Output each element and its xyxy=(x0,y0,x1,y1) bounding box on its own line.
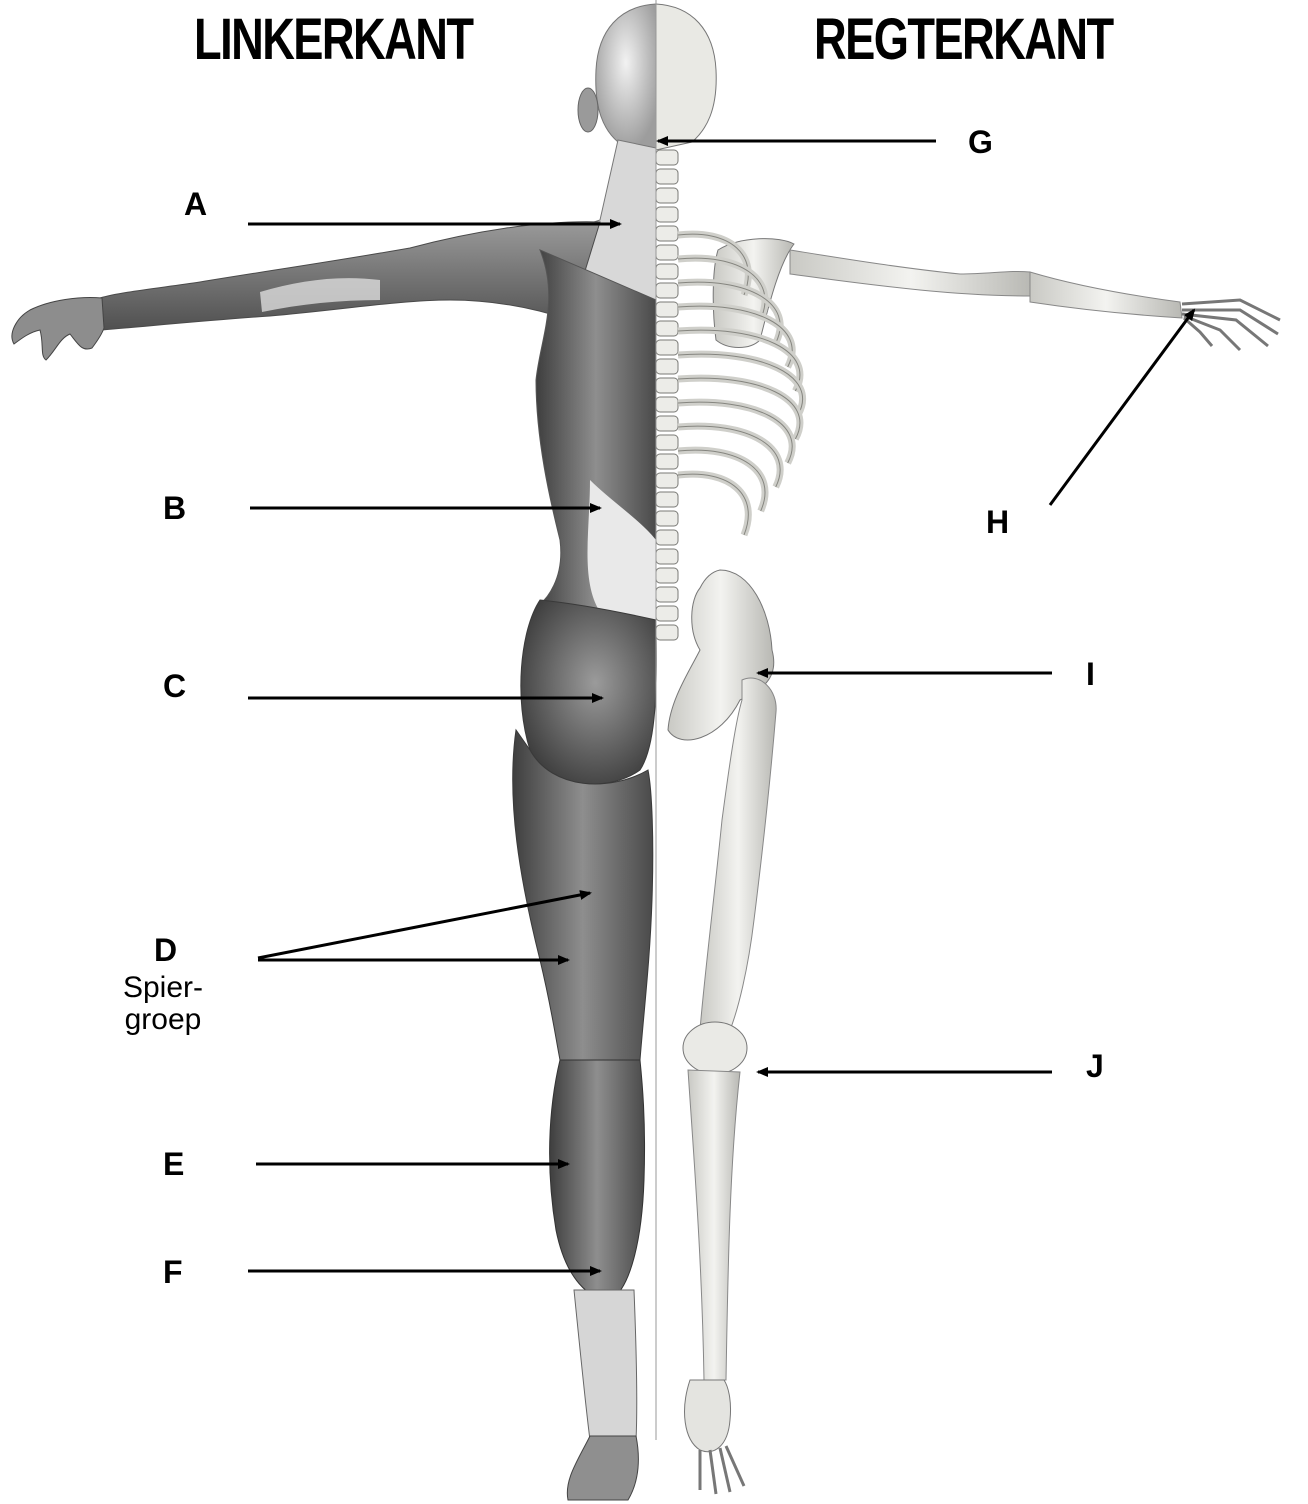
forearm-bones xyxy=(1030,272,1182,318)
label-g: G xyxy=(968,124,993,161)
vertebra xyxy=(656,473,678,488)
vertebra xyxy=(656,492,678,507)
vertebra xyxy=(656,549,678,564)
vertebra xyxy=(656,606,678,621)
label-e: E xyxy=(163,1146,184,1183)
rib xyxy=(678,474,748,535)
skeleton-half xyxy=(656,4,1280,1494)
knee xyxy=(683,1022,747,1074)
label-d-subtitle-line1: Spier- xyxy=(108,972,218,1004)
vertebra xyxy=(656,245,678,260)
label-c: C xyxy=(163,668,186,705)
foot-bones xyxy=(700,1446,744,1494)
vertebra xyxy=(656,226,678,241)
vertebra xyxy=(656,302,678,317)
vertebra xyxy=(656,435,678,450)
label-b: B xyxy=(163,490,186,527)
humerus xyxy=(790,250,1032,296)
label-d-subtitle-line2: groep xyxy=(108,1004,218,1036)
ear xyxy=(578,88,598,132)
vertebra xyxy=(656,587,678,602)
head-left-half xyxy=(596,4,656,150)
label-d: D xyxy=(154,932,177,969)
vertebra xyxy=(656,530,678,545)
muscle-half xyxy=(12,4,656,1500)
vertebra xyxy=(656,511,678,526)
skull-right-half xyxy=(656,4,716,150)
vertebra xyxy=(656,321,678,336)
vertebra xyxy=(656,568,678,583)
ankle xyxy=(685,1380,731,1452)
tibia xyxy=(688,1070,740,1380)
rib xyxy=(678,474,748,535)
arrow-h xyxy=(1050,310,1194,505)
vertebra xyxy=(656,454,678,469)
gluteus xyxy=(521,600,656,784)
vertebra xyxy=(656,169,678,184)
label-i: I xyxy=(1086,656,1095,693)
header-right: REGTERKANT xyxy=(814,6,1113,73)
vertebra xyxy=(656,625,678,640)
hand-bones xyxy=(1182,300,1280,350)
label-h: H xyxy=(986,504,1009,541)
vertebra xyxy=(656,207,678,222)
vertebra xyxy=(656,264,678,279)
calf xyxy=(550,1060,645,1300)
spine xyxy=(656,150,678,640)
label-a: A xyxy=(184,186,207,223)
arm-muscle xyxy=(100,222,600,330)
vertebra xyxy=(656,188,678,203)
achilles xyxy=(574,1290,637,1440)
foot-left xyxy=(567,1436,638,1500)
vertebra xyxy=(656,416,678,431)
vertebra xyxy=(656,283,678,298)
label-j: J xyxy=(1086,1048,1104,1085)
vertebra xyxy=(656,359,678,374)
vertebra xyxy=(656,150,678,165)
vertebra xyxy=(656,397,678,412)
hand-left xyxy=(12,298,104,361)
label-f: F xyxy=(163,1254,183,1291)
vertebra xyxy=(656,340,678,355)
header-left: LINKERKANT xyxy=(194,6,472,73)
vertebra xyxy=(656,378,678,393)
label-d-subtitle: Spier- groep xyxy=(108,972,218,1036)
